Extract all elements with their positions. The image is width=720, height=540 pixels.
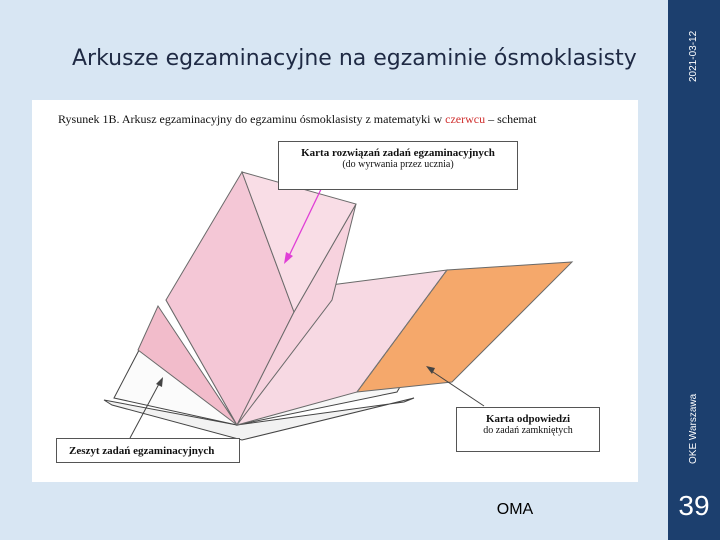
caption-suffix: – schemat [488,112,537,126]
slide-date: 2021-03-12 [688,30,699,82]
closed-answers-subtitle: do zadań zamkniętych [483,425,573,436]
closed-answers-callout: Karta odpowiedzi do zadań zamkniętych [456,407,600,452]
booklet-label: Zeszyt zadań egzaminacyjnych [69,445,215,457]
orange-card-arrow [429,369,485,407]
figure-caption: Rysunek 1B. Arkusz egzaminacyjny do egza… [58,112,628,127]
closed-answers-title: Karta odpowiedzi [485,413,571,425]
booklet-arrowhead [156,377,163,387]
organization-label: OKE Warszawa [688,393,699,464]
booklet-arrow [129,381,161,439]
booklet-diagram [103,170,574,441]
slide-title: Arkusze egzaminacyjne na egzaminie ósmok… [72,46,637,71]
answer-card-subtitle: (do wyrwania przez ucznia) [342,159,454,170]
booklet-callout: Zeszyt zadań egzaminacyjnych [56,438,240,463]
diagram-panel: Rysunek 1B. Arkusz egzaminacyjny do egza… [32,100,638,482]
magenta-arrowhead [284,252,293,264]
perforation-line [356,269,448,393]
answer-card-title: Karta rozwiązań zadań egzaminacyjnych [301,147,495,159]
footer-label: OMA [496,501,534,518]
orange-card-arrowhead [426,366,435,374]
sidebar [668,0,720,540]
magenta-arrow [287,182,325,259]
answer-card-callout: Karta rozwiązań zadań egzaminacyjnych (d… [278,141,518,190]
caption-highlight: czerwcu [445,112,486,126]
caption-prefix: Rysunek 1B. Arkusz egzaminacyjny do egza… [58,112,443,126]
page-number: 39 [678,490,710,521]
left-page-1 [137,304,238,426]
